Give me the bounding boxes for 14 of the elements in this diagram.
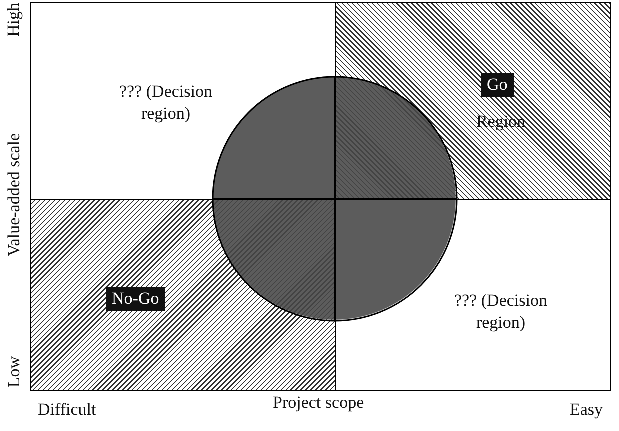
axis-end-label: High (4, 3, 24, 37)
region-tag: No-Go (106, 287, 166, 311)
axis-title: Project scope (273, 393, 364, 413)
hatched-quadrant (30, 199, 336, 391)
region-text: ??? (Decision region) (454, 290, 548, 334)
region-tag: Go (481, 73, 514, 97)
axis-end-label: Difficult (38, 400, 96, 420)
quadrant-region (335, 199, 611, 391)
axis-end-label: Low (4, 356, 24, 388)
hatched-quadrant (335, 2, 611, 200)
axis-end-label: Easy (570, 400, 604, 420)
region-text: ??? (Decision region) (118, 81, 214, 126)
quadrant-region (30, 2, 336, 200)
axis-title: Value-added scale (4, 133, 24, 257)
